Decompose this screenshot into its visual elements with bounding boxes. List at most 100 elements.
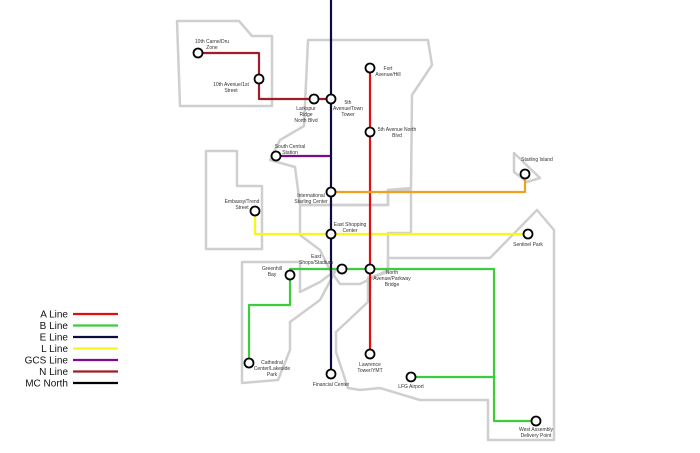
- station-label-line: Fort: [384, 66, 394, 72]
- district-outline-northwest: [175, 19, 274, 108]
- station-west-assembly[interactable]: [530, 415, 542, 427]
- legend-label: B Line: [40, 321, 69, 332]
- station-label-line: East Shopping: [334, 222, 367, 228]
- station-cathedral[interactable]: [243, 357, 255, 369]
- station-lawrence[interactable]: [364, 348, 376, 360]
- station-label-line: Delivery Point: [521, 433, 552, 439]
- station-label-line: Center: [342, 228, 357, 234]
- station-larkspur[interactable]: [308, 93, 320, 105]
- legend-label: MC North: [25, 379, 68, 390]
- station-financial[interactable]: [325, 368, 337, 380]
- station-label-line: International: [297, 193, 325, 199]
- legend-label: A Line: [40, 310, 68, 321]
- station-label-line: Cathedral: [261, 360, 283, 366]
- legend-label: GCS Line: [25, 356, 69, 367]
- station-label-line: Avenue/Town: [333, 106, 363, 112]
- station-label-line: Center/Lakeside: [254, 366, 291, 372]
- station-sentinel-park[interactable]: [522, 228, 534, 240]
- station-label-line: Avenue/Parkway: [373, 276, 411, 282]
- district-outline-embassy: [204, 149, 264, 251]
- station-label-line: Larkspur: [296, 106, 316, 112]
- station-label-line: Street: [224, 88, 238, 94]
- district-outline-cathedral: [240, 260, 338, 385]
- station-label-line: West Assembly: [519, 427, 554, 433]
- station-embassy[interactable]: [249, 205, 261, 217]
- station-label-line: Zone: [206, 45, 218, 51]
- station-label-line: Blvd: [392, 133, 402, 139]
- station-label-line: Station: [282, 150, 298, 156]
- station-label-starling: Starling Island: [521, 157, 553, 163]
- station-label-line: North Blvd: [294, 118, 318, 124]
- district-outline-southeast: [334, 208, 556, 442]
- station-label-sentinel-park: Sentinel Park: [513, 242, 543, 248]
- station-south-central[interactable]: [270, 150, 282, 162]
- station-label-line: Avenue/Hill: [375, 72, 400, 78]
- route-l-line: [253, 209, 530, 236]
- station-label-line: Sentinel Park: [513, 242, 543, 248]
- station-greenhill[interactable]: [284, 269, 296, 281]
- station-label-line: Shops/Stadium: [299, 260, 333, 266]
- station-lfg-airport[interactable]: [405, 371, 417, 383]
- station-label-line: Bridge: [385, 282, 400, 288]
- legend-label: N Line: [39, 367, 68, 378]
- station-label-lfg-airport: LFG Airport: [398, 384, 424, 390]
- station-label-line: LFG Airport: [398, 384, 424, 390]
- station-label-line: South Central: [275, 144, 306, 150]
- district-outline-starling: [512, 151, 542, 184]
- station-label-line: 10th Carne/Dru: [195, 39, 229, 45]
- station-label-line: Bay: [268, 272, 277, 278]
- station-label-line: Lawrence: [359, 362, 381, 368]
- station-label-line: 5th: [345, 100, 352, 106]
- station-north-ave[interactable]: [364, 263, 376, 275]
- station-fort[interactable]: [364, 62, 376, 74]
- station-starling[interactable]: [519, 168, 531, 180]
- station-label-line: Street: [235, 205, 249, 211]
- station-label-line: Starling Center: [294, 199, 328, 205]
- route-n-line: [196, 51, 333, 101]
- station-label-line: Ridge: [299, 112, 312, 118]
- legend-label: E Line: [40, 333, 69, 344]
- station-5th-ave-north[interactable]: [364, 126, 376, 138]
- route-b-line: [247, 267, 538, 423]
- station-label-line: East: [311, 254, 322, 260]
- station-label-line: Greenhill: [262, 266, 282, 272]
- station-label-line: Embassy/Trend: [225, 199, 260, 205]
- legend-label: L Line: [41, 344, 68, 355]
- station-label-line: Tower: [341, 112, 355, 118]
- station-10th-carne[interactable]: [192, 47, 204, 59]
- station-label-line: Financial Center: [313, 382, 350, 388]
- station-label-line: North: [386, 270, 398, 276]
- station-label-line: Park: [267, 372, 278, 378]
- station-5th-ave[interactable]: [325, 93, 337, 105]
- station-label-line: Tower/YMT: [357, 368, 382, 374]
- station-east-shops[interactable]: [336, 263, 348, 275]
- station-label-line: 5th Avenue North: [378, 127, 417, 133]
- station-east-shopping[interactable]: [325, 228, 337, 240]
- station-label-line: Starling Island: [521, 157, 553, 163]
- station-label-financial: Financial Center: [313, 382, 350, 388]
- route-mc-international: [329, 172, 527, 194]
- station-international[interactable]: [325, 186, 337, 198]
- station-label-line: 10th Avenue/1st: [213, 82, 249, 88]
- station-10th-ave[interactable]: [253, 73, 265, 85]
- station-markers: [192, 47, 542, 427]
